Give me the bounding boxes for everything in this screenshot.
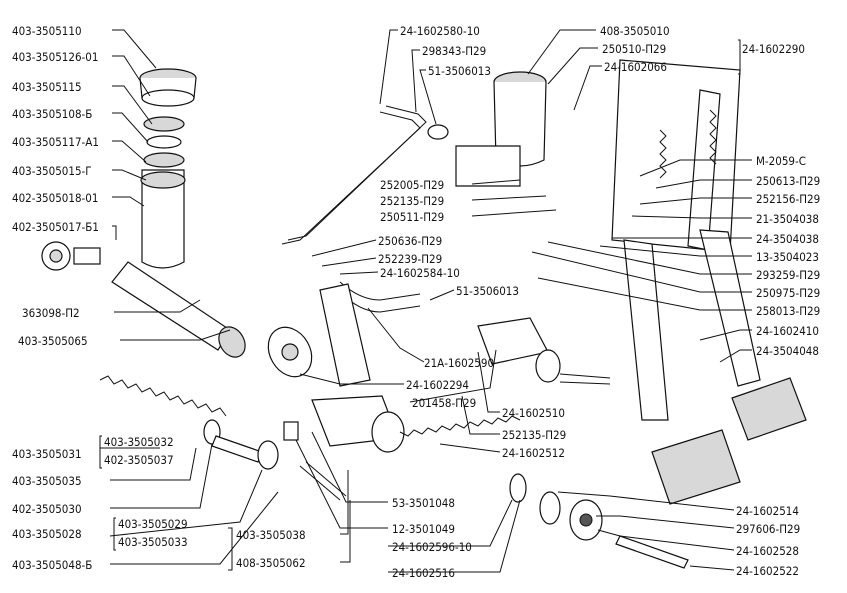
- label-21a-1602590: 21А-1602590: [424, 356, 494, 370]
- label-12-3501049: 12-3501049: [392, 522, 455, 536]
- label-24-1602516: 24-1602516: [392, 566, 455, 580]
- label-24-1602580-10: 24-1602580-10: [400, 24, 480, 38]
- label-403-3505031: 403-3505031: [12, 447, 82, 461]
- label-53-3501048: 53-3501048: [392, 496, 455, 510]
- label-51-3506013-top: 51-3506013: [428, 64, 491, 78]
- label-24-1602528: 24-1602528: [736, 544, 799, 558]
- label-250613-p29: 250613-П29: [756, 174, 820, 188]
- label-403-3505038: 403-3505038: [236, 528, 306, 542]
- label-252156-p29: 252156-П29: [756, 192, 820, 206]
- label-402-3505030: 402-3505030: [12, 502, 82, 516]
- brake-master-cylinder-assembly: [41, 68, 347, 501]
- label-403-3505032: 403-3505032: [104, 435, 174, 449]
- label-51-3506013-mid: 51-3506013: [456, 284, 519, 298]
- label-24-3504048: 24-3504048: [756, 344, 819, 358]
- label-21-3504038: 21-3504038: [756, 212, 819, 226]
- label-24-1602514: 24-1602514: [736, 504, 799, 518]
- label-250510-p29: 250510-П29: [602, 42, 666, 56]
- label-403-3505028: 403-3505028: [12, 527, 82, 541]
- label-250636-p29: 250636-П29: [378, 234, 442, 248]
- label-250511-p29: 250511-П29: [380, 210, 444, 224]
- label-24-1602512: 24-1602512: [502, 446, 565, 460]
- pedal-bracket-assembly: [611, 59, 807, 505]
- label-201458-p29: 201458-П29: [412, 396, 476, 410]
- label-250975-p29: 250975-П29: [756, 286, 820, 300]
- label-403-3505065: 403-3505065: [18, 334, 88, 348]
- label-403-3505110: 403-3505110: [12, 24, 82, 38]
- label-293259-p29: 293259-П29: [756, 268, 820, 282]
- label-m-2059-c: М-2059-С: [756, 154, 806, 168]
- label-298343-p29: 298343-П29: [422, 44, 486, 58]
- label-408-3505010: 408-3505010: [600, 24, 670, 38]
- label-402-3505017-b1: 402-3505017-Б1: [12, 220, 99, 234]
- label-408-3505062: 408-3505062: [236, 556, 306, 570]
- label-252135-p29-a: 252135-П29: [380, 194, 444, 208]
- clutch-master-cylinder-lower: [283, 395, 689, 569]
- clutch-reservoir-assembly: [281, 71, 547, 245]
- label-24-1602522: 24-1602522: [736, 564, 799, 578]
- label-24-1602584-10: 24-1602584-10: [380, 266, 460, 280]
- label-252239-p29: 252239-П29: [378, 252, 442, 266]
- label-297606-p29: 297606-П29: [736, 522, 800, 536]
- label-24-1602294: 24-1602294: [406, 378, 469, 392]
- label-252005-p29: 252005-П29: [380, 178, 444, 192]
- label-403-3505115: 403-3505115: [12, 80, 82, 94]
- part-number-labels: 403-3505110 403-3505126-01 403-3505115 4…: [12, 24, 820, 580]
- label-402-3505037: 402-3505037: [104, 453, 174, 467]
- label-363098-p2: 363098-П2: [22, 306, 80, 320]
- label-24-1602290: 24-1602290: [742, 42, 805, 56]
- label-24-1602510: 24-1602510: [502, 406, 565, 420]
- group-brackets: [99, 39, 741, 571]
- label-403-3505048-b: 403-3505048-Б: [12, 558, 92, 572]
- label-403-3505035: 403-3505035: [12, 474, 82, 488]
- leader-lines: [100, 29, 752, 573]
- label-13-3504023: 13-3504023: [756, 250, 819, 264]
- label-403-3505033: 403-3505033: [118, 535, 188, 549]
- label-403-3505029: 403-3505029: [118, 517, 188, 531]
- label-403-3505108-b: 403-3505108-Б: [12, 107, 92, 121]
- label-402-3505018-01: 402-3505018-01: [12, 191, 98, 205]
- label-403-3505126-01: 403-3505126-01: [12, 50, 98, 64]
- label-24-1602596-10: 24-1602596-10: [392, 540, 472, 554]
- label-252135-p29-b: 252135-П29: [502, 428, 566, 442]
- label-24-1602066: 24-1602066: [604, 60, 667, 74]
- label-24-1602410: 24-1602410: [756, 324, 819, 338]
- label-24-3504038: 24-3504038: [756, 232, 819, 246]
- label-403-3505015-g: 403-3505015-Г: [12, 164, 92, 178]
- label-258013-p29: 258013-П29: [756, 304, 820, 318]
- label-403-3505117-a1: 403-3505117-А1: [12, 135, 99, 149]
